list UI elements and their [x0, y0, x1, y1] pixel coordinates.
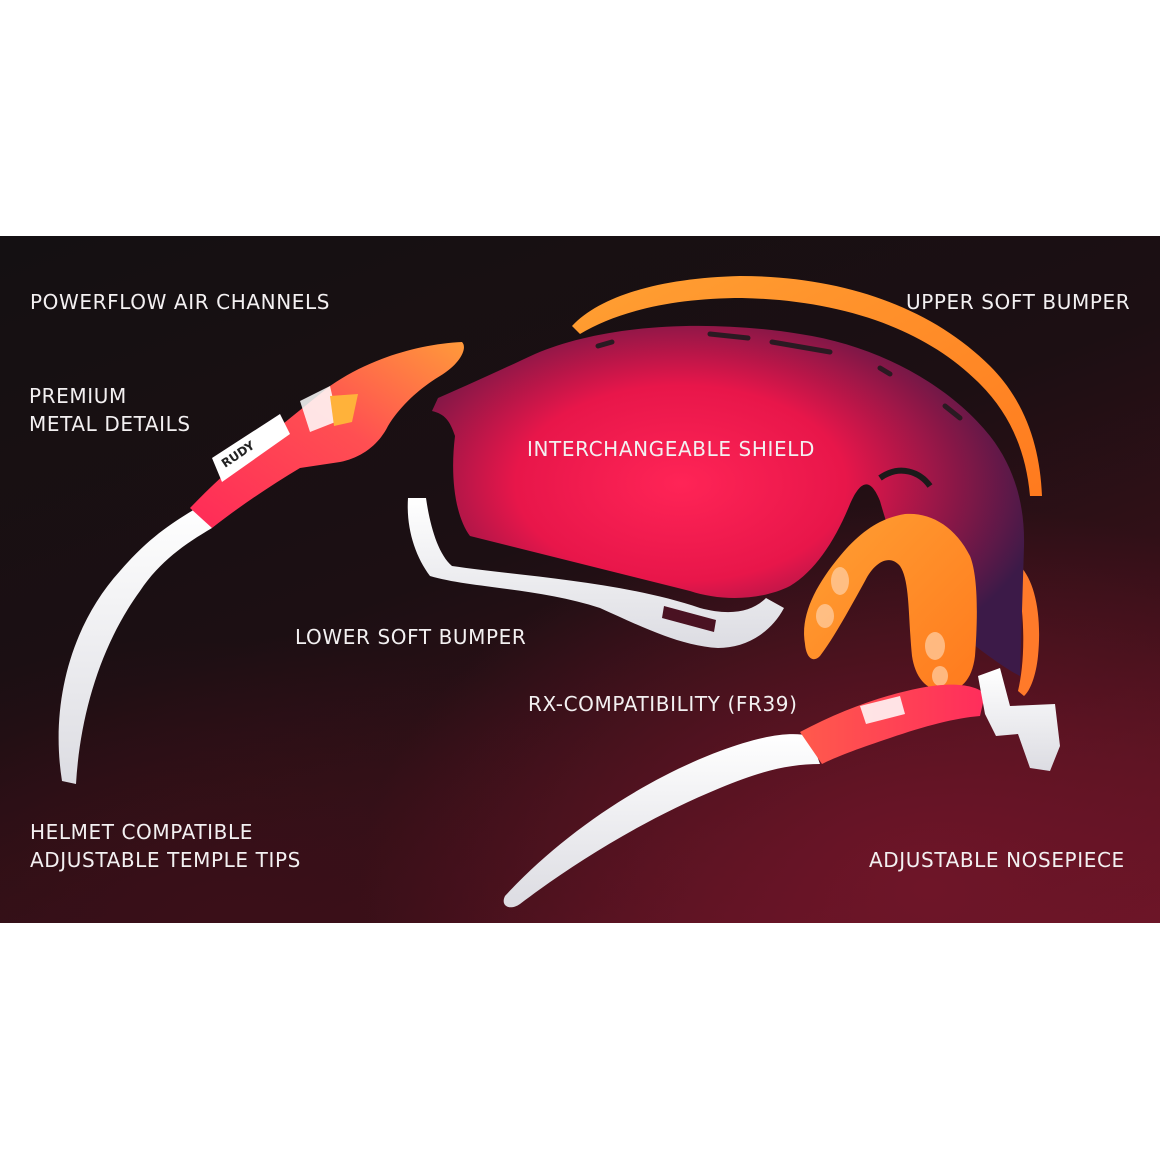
interchangeable-shield — [432, 325, 1025, 676]
upper-bumper-text: UPPER SOFT BUMPER — [906, 290, 1131, 314]
adjustable-nosepiece — [804, 513, 977, 691]
sunglasses-illustration: RUDY — [58, 276, 1060, 908]
rx-compatibility-label: RX-COMPATIBILITY (FR39) — [528, 690, 798, 718]
upper-soft-bumper-label: UPPER SOFT BUMPER — [906, 288, 1130, 316]
powerflow-air-channels-label: POWERFLOW AIR CHANNELS — [30, 288, 330, 316]
helmet-line2: ADJUSTABLE TEMPLE TIPS — [30, 848, 301, 872]
helmet-compatible-label: HELMET COMPATIBLE ADJUSTABLE TEMPLE TIPS — [30, 818, 301, 874]
upper-soft-bumper — [572, 276, 1042, 696]
powerflow-text: POWERFLOW AIR CHANNELS — [30, 290, 331, 314]
left-temple-arm: RUDY — [58, 342, 464, 784]
nosepiece-text: ADJUSTABLE NOSEPIECE — [869, 848, 1125, 872]
lower-soft-bumper-label: LOWER SOFT BUMPER — [295, 623, 526, 651]
shield-text: INTERCHANGEABLE SHIELD — [527, 437, 815, 461]
lower-bumper-text: LOWER SOFT BUMPER — [295, 625, 527, 649]
helmet-line1: HELMET COMPATIBLE — [30, 820, 253, 844]
product-exploded-view: RUDY — [0, 236, 1160, 923]
lower-soft-bumper — [407, 498, 784, 648]
interchangeable-shield-label: INTERCHANGEABLE SHIELD — [527, 435, 815, 463]
rx-text: RX-COMPATIBILITY (FR39) — [528, 692, 798, 716]
right-temple-arm — [503, 668, 1060, 908]
premium-line2: METAL DETAILS — [29, 412, 191, 436]
premium-line1: PREMIUM — [29, 384, 127, 408]
premium-metal-details-label: PREMIUM METAL DETAILS — [29, 382, 191, 438]
adjustable-nosepiece-label: ADJUSTABLE NOSEPIECE — [869, 846, 1125, 874]
